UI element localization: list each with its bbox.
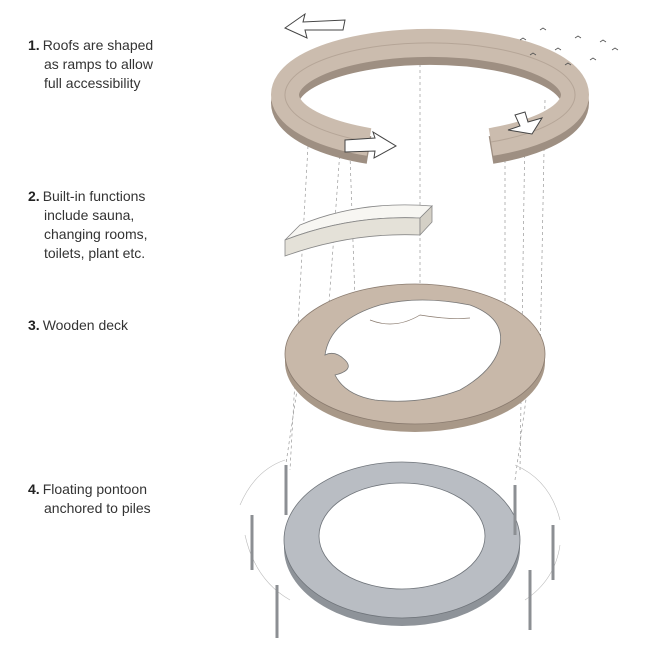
wooden-deck [284,283,546,432]
built-in-functions-block [284,204,433,257]
label-text: include sauna, [44,207,135,223]
label-text: changing rooms, [44,226,148,242]
pile-icons [250,465,555,638]
label-text: full accessibility [44,75,141,91]
birds-icon [519,27,619,66]
label-text: Wooden deck [42,317,129,333]
arrow-icon [283,12,544,159]
label-roofs: 1.Roofs are shaped as ramps to allow ful… [28,36,198,93]
label-text: Roofs are shaped [42,37,154,53]
label-text: Built-in functions [42,188,146,204]
label-wooden-deck: 3.Wooden deck [28,316,198,335]
label-text: anchored to piles [44,500,151,516]
label-built-in-functions: 2.Built-in functions include sauna, chan… [28,187,198,263]
floating-pontoon [239,459,561,626]
label-number: 2. [28,188,40,204]
roof-ring [271,28,589,164]
label-number: 3. [28,317,40,333]
label-text: toilets, plant etc. [44,245,146,261]
label-floating-pontoon: 4.Floating pontoon anchored to piles [28,480,198,518]
label-number: 4. [28,481,40,497]
label-text: Floating pontoon [42,481,147,497]
label-text: as ramps to allow [44,56,153,72]
label-number: 1. [28,37,40,53]
